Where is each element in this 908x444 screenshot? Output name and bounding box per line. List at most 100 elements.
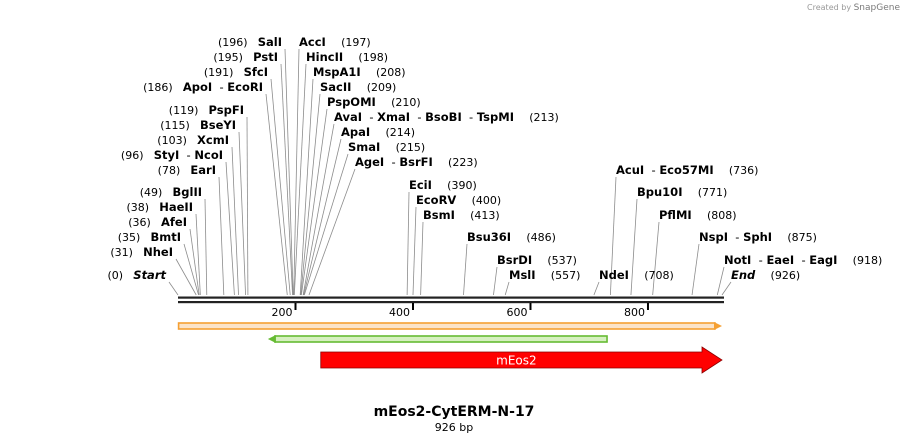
enzyme-name: MspA1I bbox=[313, 65, 361, 79]
site-position-hincii: (198) bbox=[358, 51, 388, 64]
enzyme-name: HaeII bbox=[159, 200, 193, 214]
enzyme-name: XmaI bbox=[377, 110, 410, 124]
backbone-bottom-line bbox=[178, 301, 724, 304]
site-label-sali: (196) SalI bbox=[218, 31, 282, 50]
site-position-bseyi: (115) bbox=[160, 119, 190, 132]
enzyme-name: XcmI bbox=[197, 133, 229, 147]
site-label-bsrdi: BsrDI (537) bbox=[497, 249, 577, 268]
leader-line-smai bbox=[303, 153, 349, 296]
site-label-ecorv: EcoRV (400) bbox=[416, 189, 501, 208]
enzyme-name: NdeI bbox=[599, 268, 629, 282]
leader-lines bbox=[168, 48, 732, 296]
site-position-apoi: (186) bbox=[143, 81, 173, 94]
site-label-psti: (195) PstI bbox=[213, 46, 278, 65]
ruler-tick-label-800: 800 bbox=[624, 306, 645, 319]
enzyme-name: SmaI bbox=[348, 140, 380, 154]
site-label-bsmi: BsmI (413) bbox=[423, 204, 500, 223]
snapgene-watermark: Created by SnapGene bbox=[807, 3, 900, 13]
site-label-ecii: EciI (390) bbox=[409, 174, 477, 193]
enzyme-name: BsoBI bbox=[425, 110, 462, 124]
leader-line-pspomi bbox=[300, 108, 328, 296]
enzyme-name: EarI bbox=[190, 163, 216, 177]
site-position-bsmi: (413) bbox=[470, 209, 500, 222]
site-position-psti: (195) bbox=[213, 51, 243, 64]
site-position-bsrdi: (537) bbox=[547, 254, 577, 267]
enzyme-name: BsrDI bbox=[497, 253, 532, 267]
enzyme-name: PspOMI bbox=[327, 95, 376, 109]
site-label-apoi: (186) ApoI - EcoRI bbox=[143, 76, 263, 95]
site-position-msli: (557) bbox=[551, 269, 581, 282]
leader-line-pspfi bbox=[246, 116, 249, 296]
leader-line-sali bbox=[284, 48, 294, 296]
enzyme-name: NcoI bbox=[194, 148, 223, 162]
green-feature-head bbox=[267, 335, 276, 343]
site-position-styi: (96) bbox=[121, 149, 144, 162]
meos2-feature-arrow bbox=[320, 346, 723, 374]
site-label-noti: NotI - EaeI - EagI (918) bbox=[724, 249, 882, 268]
enzyme-name: AfeI bbox=[161, 215, 187, 229]
site-label-start: (0) Start bbox=[108, 264, 167, 283]
leader-line-agei bbox=[308, 168, 356, 296]
site-label-pspfi: (119) PspFI bbox=[169, 99, 244, 118]
ruler-tick-label-400: 400 bbox=[389, 306, 410, 319]
leader-line-xcmi bbox=[231, 146, 239, 296]
site-position-end: (926) bbox=[771, 269, 801, 282]
map-title: mEos2-CytERM-N-17 bbox=[373, 404, 535, 420]
leader-line-acci bbox=[293, 48, 300, 296]
enzyme-name: Start bbox=[133, 268, 166, 282]
site-label-bmti: (35) BmtI bbox=[118, 226, 181, 245]
site-label-smai: SmaI (215) bbox=[348, 136, 425, 155]
site-label-sfci: (191) SfcI bbox=[204, 61, 268, 80]
enzyme-name: PflMI bbox=[659, 208, 692, 222]
leader-line-start bbox=[168, 281, 179, 296]
backbone-top-line bbox=[178, 296, 724, 299]
ruler-tick-label-600: 600 bbox=[506, 306, 527, 319]
enzyme-name: EcoRI bbox=[227, 80, 263, 94]
enzyme-name: TspMI bbox=[477, 110, 514, 124]
site-position-ndei: (708) bbox=[644, 269, 674, 282]
leader-line-bpu10i bbox=[630, 198, 638, 296]
site-position-start: (0) bbox=[108, 269, 124, 282]
enzyme-name: BsrFI bbox=[399, 155, 432, 169]
site-position-pspfi: (119) bbox=[169, 104, 199, 117]
enzyme-name: EciI bbox=[409, 178, 432, 192]
enzyme-name: ApoI bbox=[183, 80, 212, 94]
enzyme-name: AccI bbox=[299, 35, 326, 49]
enzyme-name: EagI bbox=[809, 253, 837, 267]
site-position-nhei: (31) bbox=[110, 246, 133, 259]
watermark-prefix: Created by bbox=[807, 3, 852, 12]
site-position-haeii: (38) bbox=[126, 201, 149, 214]
site-position-acci: (197) bbox=[341, 36, 371, 49]
enzyme-name: MslI bbox=[509, 268, 536, 282]
enzyme-name: SfcI bbox=[244, 65, 268, 79]
site-position-bmti: (35) bbox=[118, 231, 141, 244]
leader-line-acui bbox=[609, 176, 617, 296]
site-position-smai: (215) bbox=[396, 141, 426, 154]
leader-line-mspa1i bbox=[299, 78, 314, 296]
enzyme-name: AcuI bbox=[616, 163, 644, 177]
leader-line-eari bbox=[218, 176, 225, 296]
site-position-avai: (213) bbox=[529, 111, 559, 124]
site-label-acci: AccI (197) bbox=[299, 31, 371, 50]
enzyme-name: Eco57MI bbox=[659, 163, 713, 177]
leader-line-bmti bbox=[183, 243, 199, 296]
leader-line-hincii bbox=[293, 63, 307, 296]
enzyme-name: End bbox=[731, 268, 756, 282]
site-label-acui: AcuI - Eco57MI (736) bbox=[616, 159, 758, 178]
site-label-xcmi: (103) XcmI bbox=[157, 129, 229, 148]
orange-feature-body bbox=[177, 322, 716, 330]
site-labels: (0) Start(31) NheI(35) BmtI(36) AfeI(38)… bbox=[108, 31, 883, 283]
enzyme-name: BglII bbox=[173, 185, 203, 199]
leader-line-msli bbox=[504, 281, 510, 296]
leader-line-bsrdi bbox=[493, 266, 498, 296]
leader-line-bglii bbox=[204, 198, 208, 296]
site-label-bpu10i: Bpu10I (771) bbox=[637, 181, 727, 200]
enzyme-name: Bsu36I bbox=[467, 230, 511, 244]
leader-line-ecii bbox=[406, 191, 410, 296]
site-position-pflmi: (808) bbox=[707, 209, 737, 222]
leader-line-styi bbox=[225, 161, 235, 296]
site-label-afei: (36) AfeI bbox=[128, 211, 187, 230]
leader-line-psti bbox=[280, 63, 293, 296]
